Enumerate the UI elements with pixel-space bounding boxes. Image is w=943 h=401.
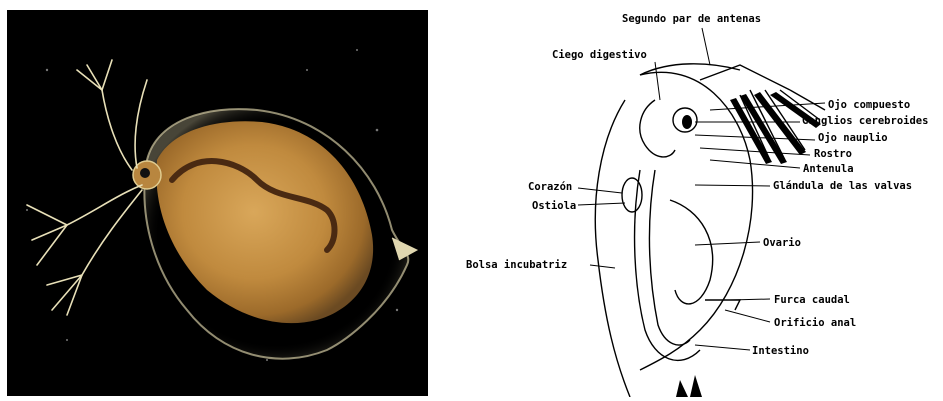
label-ganglios: Ganglios cerebroides [802,115,928,127]
daphnia-photo-drawing [7,10,428,396]
ovary-outline [670,200,713,304]
intestine-inner [649,170,690,345]
intestine-outline [635,170,700,360]
antenna-segment [700,65,790,90]
label-ovario: Ovario [763,237,801,249]
label-ostiola: Ostiola [532,200,576,212]
caecum-outline [640,100,675,157]
daphnia-photo [7,10,428,396]
label-ojo-compuesto: Ojo compuesto [828,99,910,111]
heart-shape [622,178,642,212]
anatomy-drawing: Segundo par de antenas Ciego digestivo O… [440,0,943,397]
label-orificio-anal: Orificio anal [774,317,856,329]
label-bolsa-incubatriz: Bolsa incubatriz [466,259,567,271]
label-corazon: Corazón [528,181,572,193]
label-antenula: Antenula [803,163,854,175]
label-segundo-par: Segundo par de antenas [622,13,761,25]
label-intestino: Intestino [752,345,809,357]
anatomy-diagram: Segundo par de antenas Ciego digestivo O… [440,0,943,397]
label-glandula: Glándula de las valvas [773,180,912,192]
label-rostro: Rostro [814,148,852,160]
label-ojo-nauplio: Ojo nauplio [818,132,888,144]
carapace-left-outline [595,100,630,397]
label-ciego-digestivo: Ciego digestivo [552,49,647,61]
label-furca-caudal: Furca caudal [774,294,850,306]
